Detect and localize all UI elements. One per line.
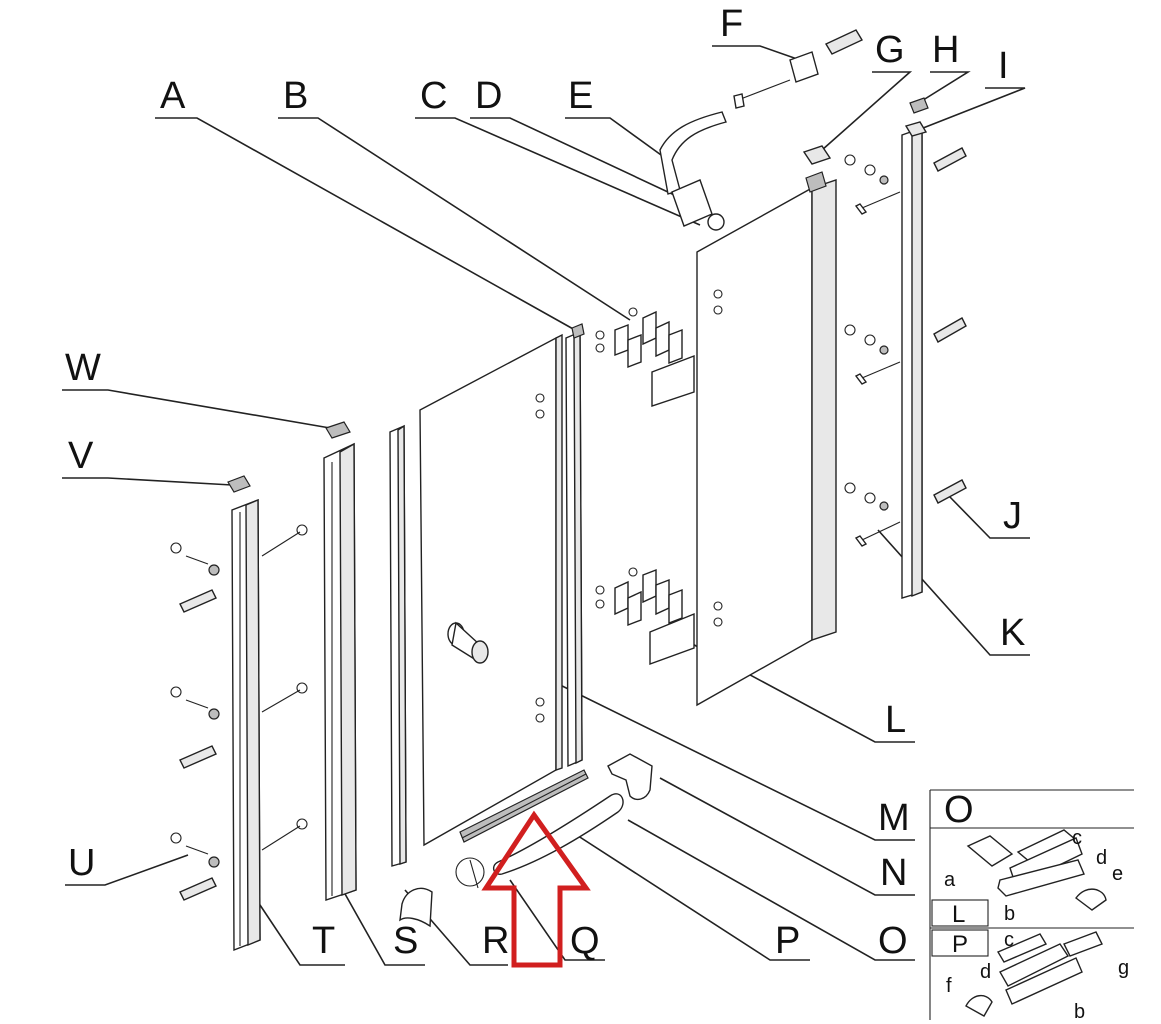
label-u: U (68, 842, 95, 884)
end-cap-r (399, 887, 433, 928)
label-c: C (420, 75, 447, 117)
legend-top-b: b (1004, 903, 1015, 925)
hinge-upper (595, 307, 695, 407)
legend-top-a: a (944, 869, 956, 891)
top-cap-g (802, 145, 832, 193)
legend-top-c: c (1072, 827, 1082, 849)
label-b: B (283, 75, 308, 117)
legend-row-p: P (952, 931, 968, 958)
highlight-arrow (481, 810, 591, 968)
label-i: I (998, 45, 1009, 87)
label-w: W (65, 347, 101, 389)
drip-seal-p (492, 793, 624, 875)
wall-fixings-right (844, 147, 967, 547)
door-hinge-profile (565, 323, 585, 768)
bottom-guide-n (607, 753, 653, 801)
legend-row-l: L (952, 901, 965, 928)
door-knob (447, 621, 489, 664)
door-bottom-seal (459, 769, 589, 843)
legend-top-e: e (1112, 863, 1123, 885)
label-f: F (720, 3, 743, 45)
legend-bot-g: g (1118, 957, 1129, 979)
label-d: D (475, 75, 502, 117)
seal-detail-legend: O L P a b c d e b c d f g (929, 789, 1134, 1023)
label-v: V (68, 435, 94, 477)
legend-header: O (944, 789, 974, 831)
label-m: M (878, 797, 910, 839)
legend-bot-b: b (1074, 1001, 1085, 1023)
label-a: A (160, 75, 186, 117)
label-l: L (885, 699, 906, 741)
wall-fixings-left (170, 524, 308, 901)
label-j: J (1003, 495, 1022, 537)
legend-top-d: d (1096, 847, 1107, 869)
label-k: K (1000, 612, 1025, 654)
label-s: S (393, 920, 418, 962)
label-r: R (482, 920, 509, 962)
legend-bot-d: d (980, 961, 991, 983)
door-glass-panel (419, 333, 563, 847)
pin-q (455, 857, 485, 889)
label-t: T (312, 920, 335, 962)
magnet-profile (323, 421, 357, 901)
label-q: Q (570, 920, 600, 962)
leader-lines (62, 45, 1030, 966)
label-o: O (878, 920, 908, 962)
label-p: P (775, 920, 800, 962)
legend-bot-f: f (946, 975, 952, 997)
wall-profile-left (227, 475, 261, 952)
part-labels: A B C D E F G H I J K L M N O P Q R S T … (65, 3, 1025, 962)
legend-bot-c: c (1004, 929, 1014, 951)
label-e: E (568, 75, 593, 117)
hinge-lower (595, 567, 695, 665)
label-g: G (875, 29, 905, 71)
label-n: N (880, 852, 907, 894)
label-h: H (932, 29, 959, 71)
door-side-profile (389, 424, 407, 867)
fixed-glass-panel (696, 179, 837, 707)
wall-profile-right (901, 97, 929, 599)
stabilizer-bar (659, 29, 863, 231)
